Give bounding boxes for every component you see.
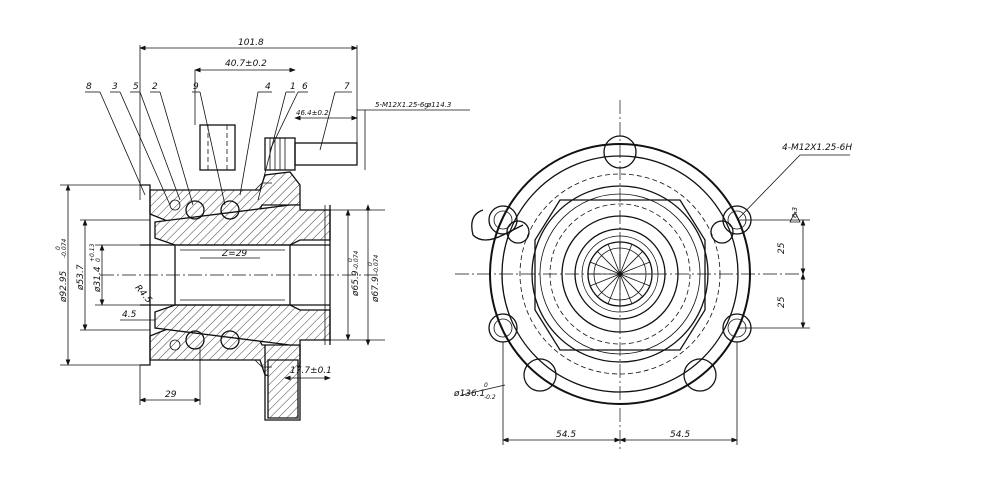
dim-flange-offset: 40.7±0.2 [225, 59, 267, 69]
callout-6: 6 [302, 82, 308, 92]
mounting-flange-hatch [267, 359, 299, 419]
callout-2: 2 [152, 82, 158, 92]
dim-pilot-dia: ø65.9 [351, 270, 361, 297]
svg-text:-0.074: -0.074 [373, 254, 380, 274]
svg-text:0: 0 [367, 262, 374, 266]
mounting-flange-lower [264, 345, 301, 421]
stud-pcd: ø114.3 [426, 101, 451, 109]
inner-flange-profile [534, 199, 706, 351]
dim-vert-lower: 25 [777, 296, 787, 308]
dim-overall-width: 101.8 [238, 38, 264, 48]
dim-half-left: 54.5 [556, 430, 576, 440]
wheel-stud-shank [294, 142, 358, 166]
seal-upper [140, 184, 151, 214]
callout-5: 5 [133, 82, 139, 92]
callout-1: 1 [290, 82, 296, 92]
front-view: 4-M12X1.25-6H 6.3 25 25 54.5 54.5 ø136.1… [453, 100, 852, 450]
svg-text:0: 0 [484, 382, 488, 389]
svg-text:0: 0 [347, 258, 354, 262]
svg-text:-0.2: -0.2 [484, 394, 496, 401]
dim-dia-53: ø53.7 [76, 264, 86, 291]
ball-upper-2 [220, 200, 240, 220]
stud-boss [199, 124, 236, 171]
dim-bottom-width: 29 [165, 390, 177, 400]
spline-rays [588, 242, 652, 306]
dim-flange-dia: ø136.1 [453, 389, 485, 399]
stud-spec: 5-M12X1.25-6g [375, 101, 429, 109]
svg-text:-0.074: -0.074 [353, 250, 360, 270]
dim-half-right: 54.5 [670, 430, 690, 440]
callout-7: 7 [344, 82, 350, 92]
stud-pcd-circle [519, 173, 721, 375]
ball-lower-2 [220, 330, 240, 350]
dim-flange-thk: 17.7±0.1 [290, 366, 332, 376]
callout-leaders: 8 3 5 2 9 4 1 6 7 [85, 82, 352, 206]
stud-holes [506, 135, 734, 392]
ball-lower-1 [185, 330, 205, 350]
callout-4: 4 [265, 82, 271, 92]
dim-pilot-dia2: ø67.9 [371, 276, 381, 303]
thread-spec: 4-M12X1.25-6H [782, 143, 852, 153]
outer-flange [489, 143, 751, 405]
ball-upper-1 [185, 200, 205, 220]
dim-outer-dia-tol: -0.074 [61, 238, 68, 258]
callout-3: 3 [112, 82, 118, 92]
callout-9: 9 [193, 82, 199, 92]
spline-label: Z=29 [221, 249, 247, 259]
svg-text:0: 0 [95, 258, 102, 262]
dim-vert-upper: 25 [777, 242, 787, 254]
dim-stud-length: 46.4±0.2 [296, 109, 329, 117]
svg-text:0: 0 [55, 246, 62, 250]
seal-lower [140, 336, 151, 366]
dim-step: 4.5 [122, 310, 137, 320]
svg-text:+0.13: +0.13 [89, 243, 96, 262]
dim-dia-31: ø31.4 [93, 266, 103, 293]
dim-outer-dia: ø92.95 [59, 270, 69, 303]
section-view: Z=29 101.8 40.7±0.2 46.4±0.2 5-M12X1.25-… [55, 38, 470, 421]
callout-8: 8 [86, 82, 92, 92]
